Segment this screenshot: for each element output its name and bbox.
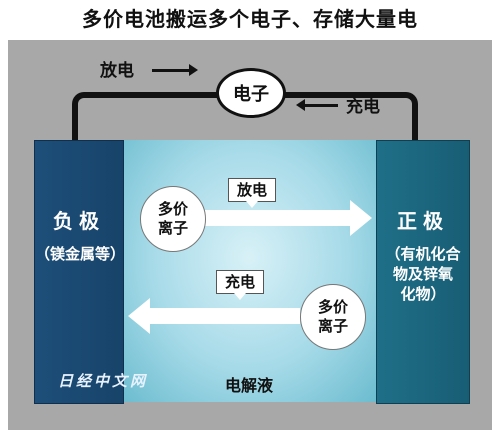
- positive-material-line: 物及锌氧: [392, 265, 453, 283]
- charge-arrow-icon: [128, 298, 300, 334]
- ion-label-line1: 多价: [317, 298, 348, 316]
- negative-electrode-name: 负极: [53, 209, 105, 233]
- electron-label: 电子: [233, 84, 269, 105]
- charge-bubble: 充电: [216, 270, 265, 300]
- charge-top-label: 充电: [346, 97, 380, 117]
- positive-material-line: （有机化合: [385, 245, 461, 263]
- electrolyte-label: 电解液: [224, 376, 273, 395]
- positive-electrode-name: 正极: [397, 209, 449, 233]
- ion-label-line2: 离子: [317, 317, 348, 335]
- discharge-top-arrow-icon: [152, 64, 198, 76]
- diagram-title: 多价电池搬运多个电子、存储大量电: [82, 7, 418, 31]
- discharge-top-label: 放电: [100, 61, 134, 81]
- charge-top-arrow-icon: [296, 99, 338, 111]
- electron-node: 电子: [216, 68, 286, 118]
- charge-bubble-label: 充电: [225, 273, 256, 291]
- discharge-bubble: 放电: [228, 178, 277, 208]
- ion-label-line2: 离子: [157, 219, 188, 237]
- ion-discharge: 多价 离子: [140, 186, 206, 252]
- watermark: 日经中文网: [58, 372, 149, 390]
- positive-material-line: 化物）: [400, 285, 446, 303]
- discharge-arrow-icon: [202, 200, 372, 236]
- ion-label-line1: 多价: [157, 200, 188, 218]
- discharge-bubble-label: 放电: [237, 181, 268, 199]
- negative-electrode-material: （镁金属等）: [35, 245, 126, 263]
- negative-electrode: 负极 （镁金属等）: [34, 140, 126, 404]
- positive-electrode-material: （有机化合 物及锌氧 化物）: [377, 244, 469, 304]
- positive-electrode: 正极 （有机化合 物及锌氧 化物）: [376, 140, 470, 404]
- ion-charge: 多价 离子: [300, 284, 366, 350]
